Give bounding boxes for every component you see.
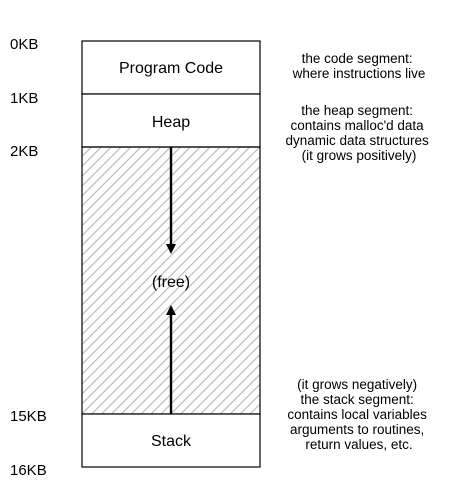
code-segment-note: the code segment: where instructions liv…: [292, 51, 426, 81]
code-segment-box: [81, 40, 261, 95]
stack-segment-note: (it grows negatively) the stack segment:…: [287, 377, 430, 452]
stack-segment-label: Stack: [151, 433, 192, 450]
free-region-label: (free): [152, 274, 190, 291]
heap-segment-label: Heap: [152, 114, 190, 131]
stack-segment-box: [81, 413, 261, 468]
address-label-0kb: 0KB: [10, 36, 38, 53]
address-label-1kb: 1KB: [10, 90, 38, 107]
address-label-15kb: 15KB: [10, 408, 47, 425]
heap-segment-note: the heap segment: contains malloc'd data…: [285, 103, 432, 163]
address-label-16kb: 16KB: [10, 462, 47, 479]
heap-segment-box: [81, 93, 261, 148]
code-segment-label: Program Code: [119, 60, 223, 77]
address-label-2kb: 2KB: [10, 143, 38, 160]
